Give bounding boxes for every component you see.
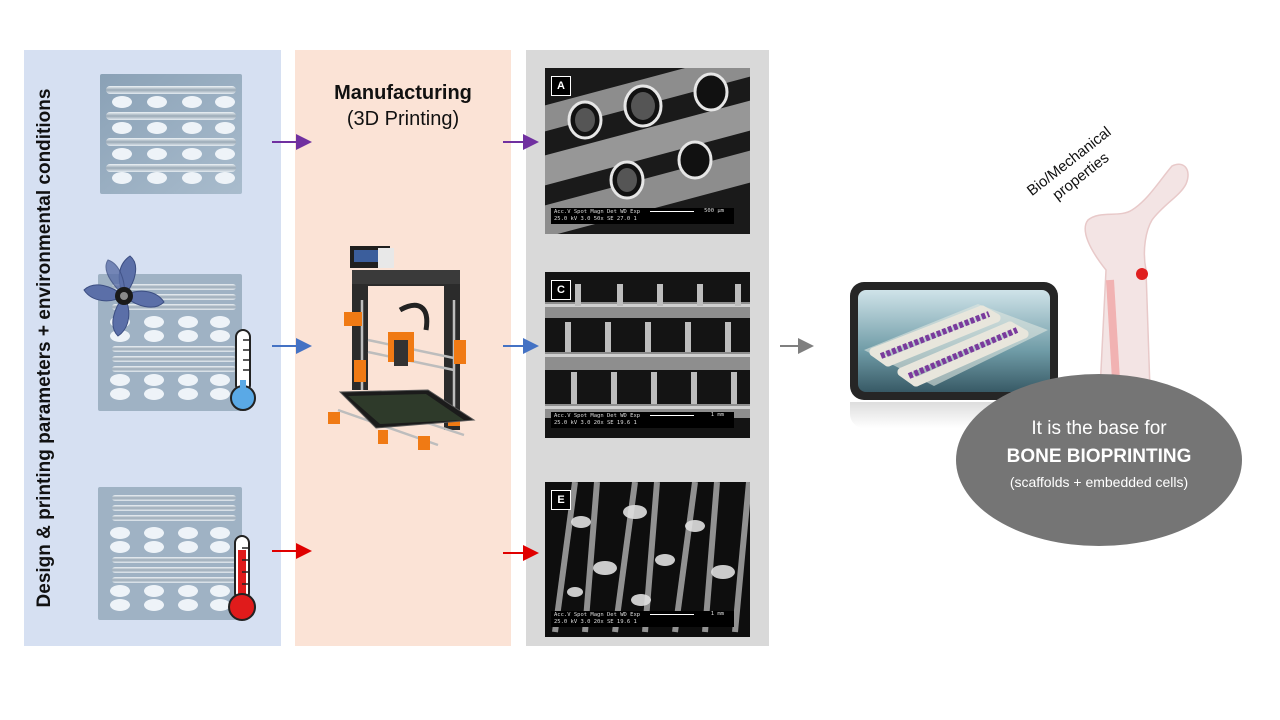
sem-tag-a: A [551,76,571,96]
3d-printer-icon [318,240,484,462]
scale-bar-e [650,614,694,615]
sem-info-e-line1: Acc.V Spot Magn Det WD Exp [554,612,641,618]
thermometer-hot-icon [226,534,258,622]
femur-bone-icon [1060,160,1200,391]
lattice-design-3 [98,487,242,620]
ellipse-line1: It is the base for [1031,418,1167,439]
sem-image-a: A Acc.V Spot Magn Det WD Exp 25.0 kV 3.0… [545,68,750,234]
fan-icon [78,250,170,342]
scale-label-e: 1 mm [710,611,724,617]
bioprinting-ellipse: It is the base for BONE BIOPRINTING (sca… [956,374,1242,546]
sem-info-bar-e: Acc.V Spot Magn Det WD Exp 25.0 kV 3.0 2… [551,611,734,627]
scale-bar-c [650,415,694,416]
thermometer-cold-icon [228,328,258,412]
manufacturing-title-block: Manufacturing (3D Printing) [295,80,511,132]
ellipse-line2: BONE BIOPRINTING [1006,446,1192,467]
scale-bar-a [650,211,694,212]
sem-image-e: E Acc.V Spot Magn Det WD Exp 25.0 kV 3.0… [545,482,750,637]
manufacturing-title: Manufacturing [334,82,472,104]
sem-info-bar-a: Acc.V Spot Magn Det WD Exp 25.0 kV 3.0 5… [551,208,734,224]
sem-info-e-line2: 25.0 kV 3.0 20x SE 19.6 1 [554,619,637,625]
scale-label-c: 1 mm [710,412,724,418]
manufacturing-subtitle: (3D Printing) [346,108,460,130]
lattice-design-2 [98,274,242,411]
sem-info-c-line1: Acc.V Spot Magn Det WD Exp [554,413,641,419]
sem-tag-c: C [551,280,571,300]
lattice-design-1 [100,74,242,194]
scale-label-a: 500 μm [704,208,724,214]
tablet-screen [858,290,1050,392]
sem-info-bar-c: Acc.V Spot Magn Det WD Exp 25.0 kV 3.0 2… [551,412,734,428]
sem-info-a-line1: Acc.V Spot Magn Det WD Exp [554,209,641,215]
sem-info-a-line2: 25.0 kV 3.0 50x SE 27.0 1 [554,216,637,222]
sem-info-c-line2: 25.0 kV 3.0 20x SE 19.6 1 [554,420,637,426]
ellipse-line3: (scaffolds + embedded cells) [1009,474,1189,490]
sem-image-c: C Acc.V Spot Magn Det WD Exp 25.0 kV 3.0… [545,272,750,438]
sem-tag-e: E [551,490,571,510]
tablet-scaffold-icon [850,282,1058,400]
